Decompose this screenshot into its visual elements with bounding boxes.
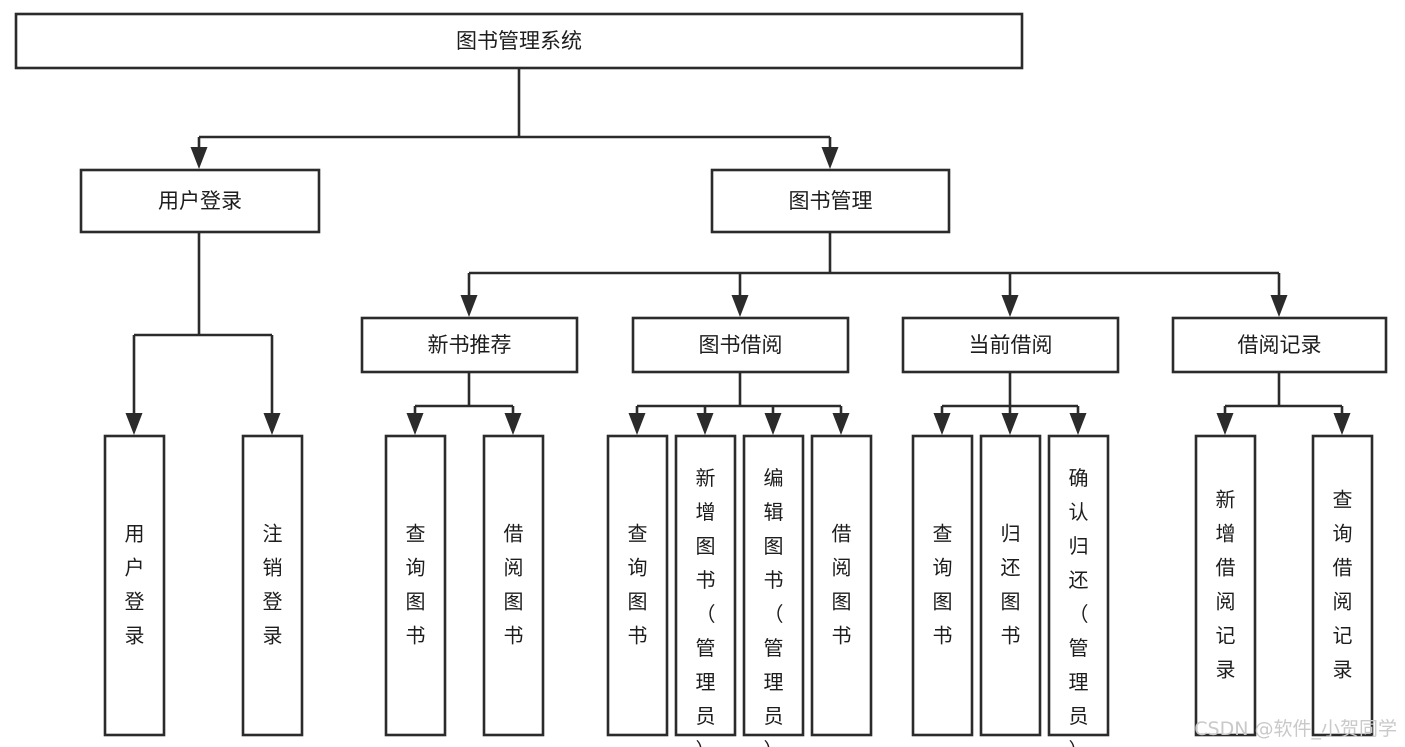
node-box-root-1[interactable]	[14, 12, 1024, 70]
node-label-leaf-2: 注销登录	[263, 521, 283, 647]
node-root-1[interactable]: 图书管理系统	[14, 12, 1024, 70]
node-level2-1[interactable]: 新书推荐	[360, 316, 579, 374]
node-label-leaf-11: 确认归还（管理员）	[1069, 466, 1089, 747]
node-box-level1-1[interactable]	[79, 168, 321, 234]
node-box-leaf-7[interactable]	[742, 434, 805, 737]
node-label-level2-1: 新书推荐	[428, 333, 512, 357]
node-box-level2-4[interactable]	[1171, 316, 1388, 374]
node-box-leaf-6[interactable]	[674, 434, 737, 737]
node-label-level1-2: 图书管理	[789, 189, 873, 213]
node-box-leaf-1[interactable]	[103, 434, 166, 737]
node-label-leaf-12: 新增借阅记录	[1216, 487, 1236, 681]
node-label-level2-3: 当前借阅	[969, 333, 1053, 357]
node-box-leaf-10[interactable]	[979, 434, 1042, 737]
node-level2-2[interactable]: 图书借阅	[631, 316, 850, 374]
node-box-leaf-3[interactable]	[384, 434, 447, 737]
node-box-level2-3[interactable]	[901, 316, 1120, 374]
node-leaf-4[interactable]: 借阅图书	[482, 434, 545, 737]
node-label-leaf-9: 查询图书	[933, 521, 953, 647]
node-leaf-9[interactable]: 查询图书	[911, 434, 974, 737]
node-leaf-7[interactable]: 编辑图书（管理员）	[742, 434, 805, 747]
node-box-level2-1[interactable]	[360, 316, 579, 374]
node-label-leaf-7: 编辑图书（管理员）	[764, 466, 784, 747]
node-label-level2-2: 图书借阅	[699, 333, 783, 357]
node-box-leaf-11[interactable]	[1047, 434, 1110, 737]
node-box-level2-2[interactable]	[631, 316, 850, 374]
csdn-watermark: CSDN @软件_小贺同学	[1194, 718, 1397, 740]
node-leaf-3[interactable]: 查询图书	[384, 434, 447, 737]
node-label-root-1: 图书管理系统	[456, 29, 582, 53]
node-leaf-5[interactable]: 查询图书	[606, 434, 669, 737]
connector-book-manage-to-level2	[460, 232, 1288, 317]
node-level2-3[interactable]: 当前借阅	[901, 316, 1120, 374]
node-box-leaf-4[interactable]	[482, 434, 545, 737]
node-box-leaf-12[interactable]	[1194, 434, 1257, 737]
connector-new-book-to-leaves	[406, 372, 522, 435]
node-box-leaf-9[interactable]	[911, 434, 974, 737]
node-box-level1-2[interactable]	[710, 168, 951, 234]
connectors-layer	[125, 68, 1351, 435]
node-box-leaf-2[interactable]	[241, 434, 304, 737]
node-leaf-2[interactable]: 注销登录	[241, 434, 304, 737]
connector-user-login-to-leaves	[125, 232, 281, 435]
connector-current-borrow-to-leaves	[933, 372, 1087, 435]
node-label-leaf-5: 查询图书	[628, 521, 648, 647]
node-leaf-8[interactable]: 借阅图书	[810, 434, 873, 737]
node-label-leaf-13: 查询借阅记录	[1333, 487, 1353, 681]
node-label-level2-4: 借阅记录	[1238, 333, 1322, 357]
node-leaf-12[interactable]: 新增借阅记录	[1194, 434, 1257, 737]
node-label-leaf-10: 归还图书	[1001, 521, 1021, 647]
node-box-leaf-5[interactable]	[606, 434, 669, 737]
node-level1-2[interactable]: 图书管理	[710, 168, 951, 234]
node-label-leaf-4: 借阅图书	[504, 521, 524, 647]
node-box-leaf-13[interactable]	[1311, 434, 1374, 737]
node-level1-1[interactable]: 用户登录	[79, 168, 321, 234]
node-label-level1-1: 用户登录	[158, 189, 242, 213]
node-level2-4[interactable]: 借阅记录	[1171, 316, 1388, 374]
node-label-leaf-1: 用户登录	[125, 521, 145, 647]
connector-borrow-record-to-leaves	[1216, 372, 1351, 435]
node-leaf-1[interactable]: 用户登录	[103, 434, 166, 737]
boxes-layer: 图书管理系统用户登录图书管理新书推荐图书借阅当前借阅借阅记录用户登录注销登录查询…	[14, 12, 1388, 747]
connector-root-to-level1	[190, 68, 839, 169]
node-leaf-13[interactable]: 查询借阅记录	[1311, 434, 1374, 737]
node-leaf-11[interactable]: 确认归还（管理员）	[1047, 434, 1110, 747]
node-label-leaf-6: 新增图书（管理员）	[696, 466, 716, 747]
node-leaf-10[interactable]: 归还图书	[979, 434, 1042, 737]
node-box-leaf-8[interactable]	[810, 434, 873, 737]
node-label-leaf-8: 借阅图书	[832, 521, 852, 647]
node-leaf-6[interactable]: 新增图书（管理员）	[674, 434, 737, 747]
node-label-leaf-3: 查询图书	[406, 521, 426, 647]
connector-book-borrow-to-leaves	[628, 372, 850, 435]
